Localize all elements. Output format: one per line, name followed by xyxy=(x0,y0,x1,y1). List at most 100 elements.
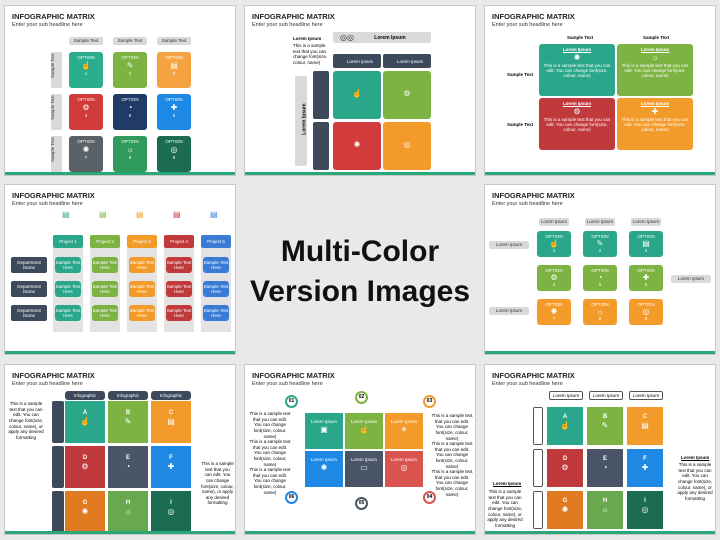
cell-icon: ☼ xyxy=(601,505,609,514)
project-cell[interactable]: Sample Text Here xyxy=(129,257,155,273)
project-cell[interactable]: Sample Text Here xyxy=(55,305,81,321)
letter-cell[interactable]: C▤ xyxy=(627,407,663,445)
option-icon: ✚ xyxy=(170,103,178,112)
letter-cell[interactable]: H☼ xyxy=(587,491,623,529)
quadrant-box[interactable]: Lorem Ipsum✚This is a sample text that y… xyxy=(617,98,693,150)
cell-letter: I xyxy=(170,500,172,506)
project-cell[interactable]: Sample Text Here xyxy=(129,281,155,297)
option-tile[interactable]: OPTION☼8 xyxy=(113,136,147,172)
slide-3[interactable]: INFOGRAPHIC MATRIX Enter your sub headli… xyxy=(484,5,716,176)
project-cell[interactable]: Sample Text Here xyxy=(166,257,192,273)
option-tile[interactable]: OPTION☝1 xyxy=(69,52,103,88)
option-tile[interactable]: OPTION◔5 xyxy=(113,94,147,130)
matrix-cell-1[interactable]: ☝ xyxy=(333,71,381,119)
project-cell[interactable]: Sample Text Here xyxy=(92,281,118,297)
option-tile[interactable]: OPTION▤3 xyxy=(157,52,191,88)
option-label: OPTION xyxy=(591,268,609,273)
cell-letter: B xyxy=(602,414,608,420)
matrix-cell-2[interactable]: ⚙ xyxy=(383,71,431,119)
option-tile[interactable]: OPTION◎9 xyxy=(629,299,663,325)
option-tile[interactable]: OPTION✚6 xyxy=(157,94,191,130)
letter-cell[interactable]: C▤ xyxy=(151,401,191,443)
option-label: OPTION xyxy=(77,139,95,144)
letter-cell[interactable]: B✎ xyxy=(108,401,148,443)
option-tile[interactable]: OPTION✎2 xyxy=(583,231,617,257)
project-cell[interactable]: Sample Text Here xyxy=(203,305,229,321)
option-number: 7 xyxy=(84,155,88,160)
option-tile[interactable]: OPTION⚙4 xyxy=(537,265,571,291)
project-cell[interactable]: Sample Text Here xyxy=(92,257,118,273)
numbered-cell[interactable]: Lorem Ipsum▣ xyxy=(305,413,343,449)
project-header[interactable]: Project 3 xyxy=(127,235,157,248)
cell-title: Lorem Ipsum xyxy=(350,457,378,462)
numbered-cell[interactable]: Lorem Ipsum✺ xyxy=(305,451,343,487)
letter-cell[interactable]: B✎ xyxy=(587,407,623,445)
quadrant-title: Lorem Ipsum xyxy=(640,47,670,52)
slide-6[interactable]: INFOGRAPHIC MATRIX Enter your sub headli… xyxy=(4,364,236,535)
option-tile[interactable]: OPTION◔5 xyxy=(583,265,617,291)
letter-cell[interactable]: G✺ xyxy=(65,491,105,533)
matrix-cell-4[interactable]: ◎ xyxy=(383,122,431,170)
project-header[interactable]: Project 4 xyxy=(164,235,194,248)
letter-cell[interactable]: A☝ xyxy=(547,407,583,445)
option-label: OPTION xyxy=(591,302,609,307)
letter-cell[interactable]: D⚙ xyxy=(65,446,105,488)
option-icon: ✺ xyxy=(82,145,90,154)
numbered-cell[interactable]: Lorem Ipsum▭ xyxy=(345,451,383,487)
project-header[interactable]: Project 5 xyxy=(201,235,231,248)
letter-cell[interactable]: E◔ xyxy=(108,446,148,488)
option-tile[interactable]: OPTION☼8 xyxy=(583,299,617,325)
cell-text: Sample Text Here xyxy=(129,260,155,270)
slide-7[interactable]: INFOGRAPHIC MATRIX Enter your sub headli… xyxy=(244,364,476,535)
slide-subtitle: Enter your sub headline here xyxy=(492,201,563,207)
slide-2[interactable]: INFOGRAPHIC MATRIX Enter your sub headli… xyxy=(244,5,476,176)
letter-cell[interactable]: I◎ xyxy=(627,491,663,529)
letter-cell[interactable]: H☼ xyxy=(108,491,148,533)
project-name: Project 1 xyxy=(59,239,77,244)
letter-cell[interactable]: E◔ xyxy=(587,449,623,487)
project-cell[interactable]: Sample Text Here xyxy=(203,257,229,273)
option-tile[interactable]: OPTION✺7 xyxy=(69,136,103,172)
quadrant-box[interactable]: Lorem Ipsum✺This is a sample text that y… xyxy=(539,44,615,96)
option-tile[interactable]: OPTION⚙4 xyxy=(69,94,103,130)
slide-5[interactable]: INFOGRAPHIC MATRIX Enter your sub headli… xyxy=(484,184,716,355)
project-cell[interactable]: Sample Text Here xyxy=(55,281,81,297)
matrix-cell-3[interactable]: ✺ xyxy=(333,122,381,170)
option-tile[interactable]: OPTION✚6 xyxy=(629,265,663,291)
letter-cell[interactable]: F✚ xyxy=(627,449,663,487)
option-number: 6 xyxy=(644,282,648,287)
numbered-cell[interactable]: Lorem Ipsum☀ xyxy=(385,413,423,449)
quadrant-box[interactable]: Lorem Ipsum⚙This is a sample text that y… xyxy=(539,98,615,150)
slide-4[interactable]: INFOGRAPHIC MATRIX Enter your sub headli… xyxy=(4,184,236,355)
letter-cell[interactable]: D⚙ xyxy=(547,449,583,487)
project-cell[interactable]: Sample Text Here xyxy=(129,305,155,321)
letter-cell[interactable]: I◎ xyxy=(151,491,191,533)
project-cell[interactable]: Sample Text Here xyxy=(203,281,229,297)
option-tile[interactable]: OPTION◎9 xyxy=(157,136,191,172)
top-bar xyxy=(333,32,431,43)
project-header[interactable]: Project 2 xyxy=(90,235,120,248)
cell-text: Sample Text Here xyxy=(55,260,81,270)
slide-1[interactable]: INFOGRAPHIC MATRIX Enter your sub headli… xyxy=(4,5,236,176)
side-label-box xyxy=(533,491,543,529)
option-tile[interactable]: OPTION▤3 xyxy=(629,231,663,257)
project-cell[interactable]: Sample Text Here xyxy=(92,305,118,321)
slide-8[interactable]: INFOGRAPHIC MATRIX Enter your sub headli… xyxy=(484,364,716,535)
option-tile[interactable]: OPTION✎2 xyxy=(113,52,147,88)
letter-cell[interactable]: F✚ xyxy=(151,446,191,488)
numbered-cell[interactable]: Lorem Ipsum☝ xyxy=(345,413,383,449)
numbered-cell[interactable]: Lorem Ipsum◎ xyxy=(385,451,423,487)
row-header: Sample Text xyxy=(50,52,62,88)
option-tile[interactable]: OPTION✺7 xyxy=(537,299,571,325)
option-icon: ◔ xyxy=(597,273,603,282)
option-number: 7 xyxy=(552,316,556,321)
department-name: Department Name xyxy=(17,260,41,270)
project-cell[interactable]: Sample Text Here xyxy=(166,305,192,321)
letter-cell[interactable]: G✺ xyxy=(547,491,583,529)
project-header[interactable]: Project 1 xyxy=(53,235,83,248)
letter-cell[interactable]: A☝ xyxy=(65,401,105,443)
option-tile[interactable]: OPTION☝1 xyxy=(537,231,571,257)
quadrant-box[interactable]: Lorem Ipsum☼This is a sample text that y… xyxy=(617,44,693,96)
project-cell[interactable]: Sample Text Here xyxy=(55,257,81,273)
project-cell[interactable]: Sample Text Here xyxy=(166,281,192,297)
